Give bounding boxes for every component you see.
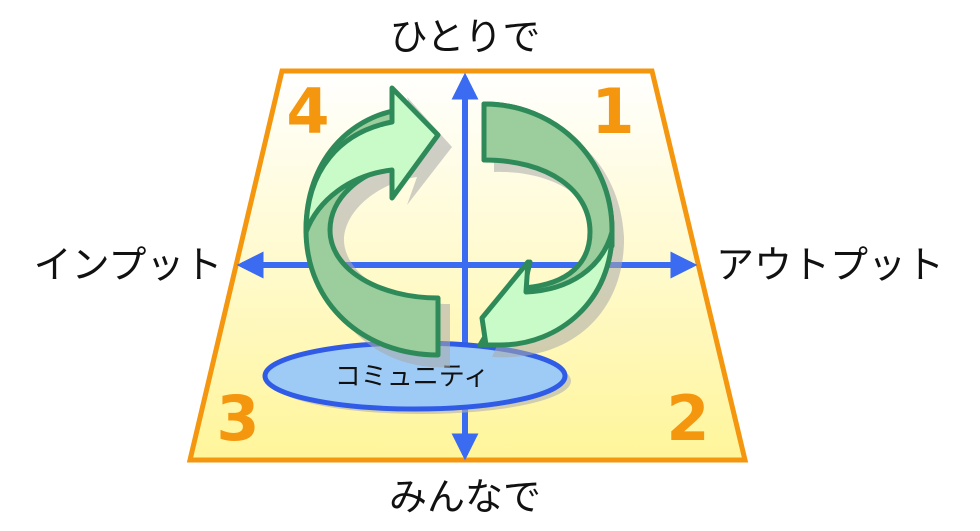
- axis-label-right: アウトプット: [716, 243, 944, 287]
- arrow-head-bottom: [479, 229, 615, 348]
- quadrant-number-3: 3: [216, 382, 259, 455]
- quadrant-number-4: 4: [286, 75, 329, 148]
- axis-label-left: インプット: [34, 243, 223, 287]
- axis-label-bottom: みんなで: [389, 475, 541, 519]
- circular-arrows-icon: [303, 85, 625, 368]
- quadrant-number-1: 1: [591, 75, 634, 148]
- axis-label-top: ひとりで: [390, 15, 541, 59]
- community-label: コミュニティ: [335, 362, 489, 392]
- quadrant-number-2: 2: [666, 382, 709, 455]
- arrow-head-top: [303, 85, 441, 235]
